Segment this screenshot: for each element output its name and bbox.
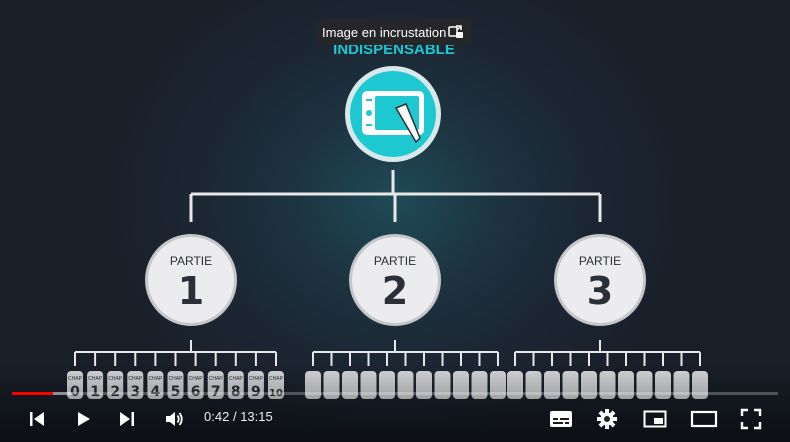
part-circle (352, 237, 438, 323)
part-number: 2 (382, 269, 408, 313)
part-label: PARTIE (170, 254, 212, 268)
pip-tooltip: Image en incrustation (316, 19, 471, 45)
header-text: INDISPENSABLE (333, 41, 455, 58)
controls-gradient (0, 362, 790, 442)
part-circle (557, 237, 643, 323)
progress-bar[interactable] (12, 392, 778, 395)
previous-icon (30, 412, 44, 426)
volume-icon (166, 412, 183, 426)
miniplayer-button[interactable] (638, 401, 672, 437)
current-time: 0:42 (204, 409, 230, 424)
fullscreen-button[interactable] (734, 401, 768, 437)
part-circle (148, 237, 234, 323)
time-separator: / (232, 409, 237, 424)
next-button[interactable] (112, 401, 142, 437)
play-icon (78, 412, 90, 426)
settings-button[interactable] (590, 401, 624, 437)
pip-open-icon (447, 23, 465, 44)
fullscreen-icon (740, 408, 762, 430)
play-button[interactable] (68, 401, 98, 437)
tablet-icon (362, 91, 424, 144)
settings-icon (597, 409, 617, 429)
tooltip-text: Image en incrustation (322, 24, 447, 40)
volume-button[interactable] (158, 401, 190, 437)
part-label: PARTIE (374, 254, 416, 268)
next-icon (120, 412, 134, 426)
progress-played (12, 392, 53, 395)
part-label: PARTIE (579, 254, 621, 268)
subtitles-button[interactable] (544, 401, 578, 437)
theater-mode-button[interactable] (686, 401, 722, 437)
theater-icon (690, 410, 718, 428)
subtitles-icon (550, 411, 572, 427)
previous-button[interactable] (22, 401, 52, 437)
miniplayer-icon (643, 410, 667, 428)
part-number: 1 (178, 269, 204, 313)
duration: 13:15 (240, 409, 273, 424)
time-display: 0:42 / 13:15 (204, 409, 273, 424)
part-number: 3 (587, 269, 613, 313)
